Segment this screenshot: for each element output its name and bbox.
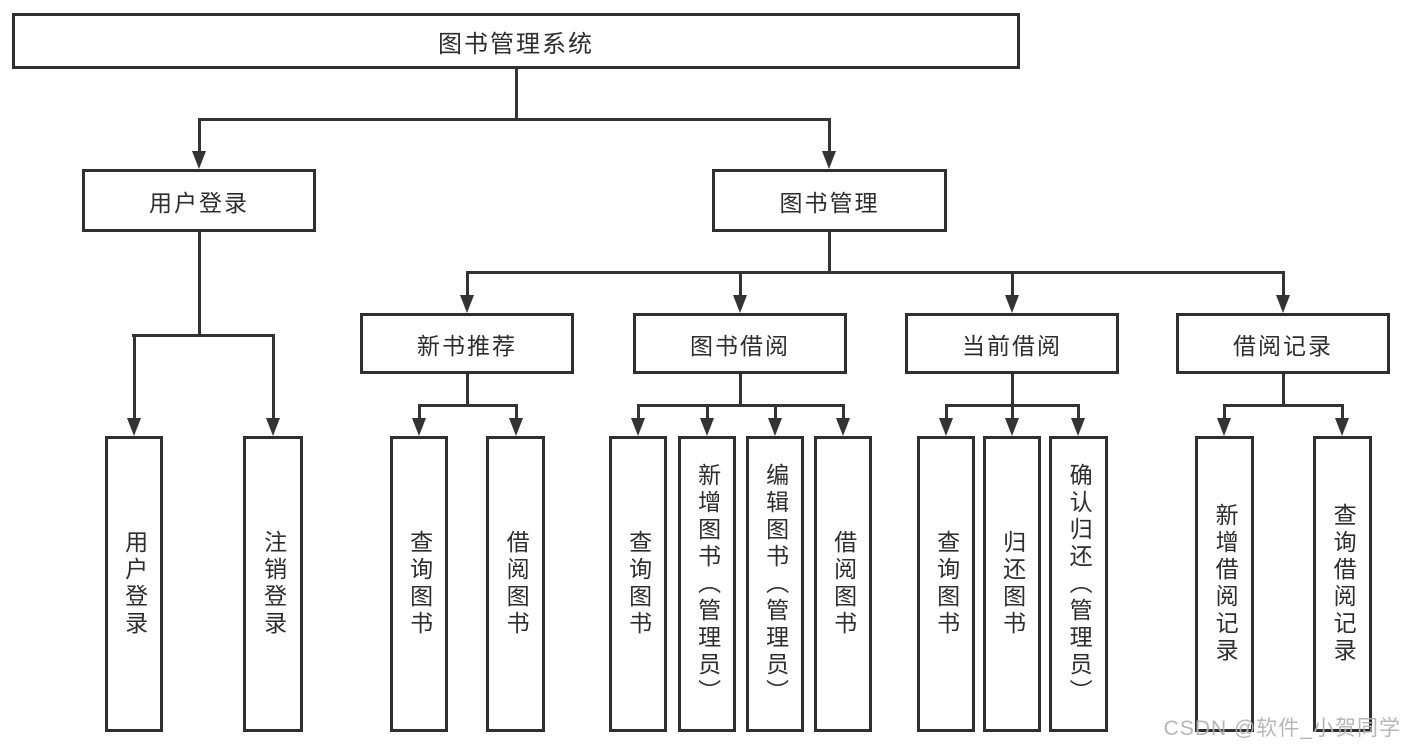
connector bbox=[198, 232, 201, 337]
connector bbox=[1077, 404, 1080, 421]
connector bbox=[1011, 374, 1014, 407]
connector bbox=[828, 232, 831, 274]
arrow-down-icon bbox=[939, 418, 953, 436]
connector bbox=[198, 118, 831, 121]
connector bbox=[418, 404, 421, 421]
arrow-down-icon bbox=[733, 295, 747, 313]
arrow-down-icon bbox=[1276, 295, 1290, 313]
arrow-down-icon bbox=[1071, 418, 1085, 436]
connector bbox=[418, 404, 518, 407]
node-label: 新书推荐 bbox=[417, 332, 517, 359]
connector bbox=[1282, 271, 1285, 298]
node-label: 用户登录 bbox=[149, 189, 249, 216]
connector bbox=[515, 69, 518, 121]
arrow-down-icon bbox=[631, 418, 645, 436]
node-current-borrow: 当前借阅 bbox=[905, 313, 1119, 374]
leaf-add-book-admin: 新增图书（管理员） bbox=[678, 436, 736, 732]
leaf-label: 新增借阅记录 bbox=[1212, 503, 1239, 665]
leaf-user-login: 用户登录 bbox=[105, 436, 163, 732]
leaf-query-books-borrow: 查询图书 bbox=[609, 436, 667, 732]
connector bbox=[1223, 404, 1226, 421]
connector bbox=[1011, 271, 1014, 298]
leaf-edit-book-admin: 编辑图书（管理员） bbox=[746, 436, 804, 732]
leaf-label: 借阅图书 bbox=[830, 530, 857, 638]
node-label: 当前借阅 bbox=[962, 332, 1062, 359]
node-label: 图书管理 bbox=[779, 189, 880, 216]
connector bbox=[133, 334, 136, 420]
node-label: 图书借阅 bbox=[690, 332, 790, 359]
leaf-label: 归还图书 bbox=[999, 530, 1026, 638]
arrow-down-icon bbox=[1335, 418, 1349, 436]
leaf-label: 用户登录 bbox=[121, 530, 148, 638]
leaf-logout: 注销登录 bbox=[243, 436, 303, 732]
leaf-label: 确认归还（管理员） bbox=[1066, 462, 1093, 706]
leaf-label: 借阅图书 bbox=[503, 530, 530, 638]
connector bbox=[132, 334, 275, 337]
leaf-return-book: 归还图书 bbox=[983, 436, 1041, 732]
arrow-down-icon bbox=[412, 418, 426, 436]
leaf-query-books-recommend: 查询图书 bbox=[390, 436, 448, 732]
connector bbox=[466, 374, 469, 407]
connector bbox=[198, 118, 201, 152]
arrow-down-icon bbox=[822, 151, 836, 169]
connector bbox=[637, 404, 640, 421]
leaf-add-borrow-record: 新增借阅记录 bbox=[1195, 436, 1254, 732]
leaf-confirm-return-admin: 确认归还（管理员） bbox=[1049, 436, 1108, 732]
leaf-label: 查询图书 bbox=[406, 530, 433, 638]
arrow-down-icon bbox=[127, 418, 141, 436]
node-book-management: 图书管理 bbox=[712, 169, 947, 232]
node-new-book-recommend: 新书推荐 bbox=[360, 313, 574, 374]
leaf-query-borrow-record: 查询借阅记录 bbox=[1313, 436, 1372, 732]
node-user-login: 用户登录 bbox=[82, 169, 316, 232]
leaf-label: 查询图书 bbox=[625, 530, 652, 638]
node-label: 借阅记录 bbox=[1233, 332, 1333, 359]
watermark: CSDN @软件_小贺同学 bbox=[1163, 717, 1401, 740]
leaf-label: 查询借阅记录 bbox=[1330, 503, 1357, 665]
connector bbox=[774, 404, 777, 421]
arrow-down-icon bbox=[1217, 418, 1231, 436]
leaf-borrow-books-recommend: 借阅图书 bbox=[486, 436, 545, 732]
leaf-borrow-book: 借阅图书 bbox=[814, 436, 872, 732]
connector bbox=[1223, 404, 1344, 407]
leaf-label: 编辑图书（管理员） bbox=[762, 462, 789, 706]
arrow-down-icon bbox=[192, 151, 206, 169]
connector bbox=[945, 404, 1080, 407]
connector bbox=[637, 404, 845, 407]
arrow-down-icon bbox=[768, 418, 782, 436]
connector bbox=[1341, 404, 1344, 421]
leaf-label: 新增图书（管理员） bbox=[694, 462, 721, 706]
connector bbox=[739, 374, 742, 407]
node-book-borrow: 图书借阅 bbox=[633, 313, 847, 374]
connector bbox=[945, 404, 948, 421]
connector bbox=[1011, 404, 1014, 421]
arrow-down-icon bbox=[266, 418, 280, 436]
arrow-down-icon bbox=[1005, 295, 1019, 313]
node-label: 图书管理系统 bbox=[438, 30, 594, 58]
arrow-down-icon bbox=[836, 418, 850, 436]
connector bbox=[515, 404, 518, 421]
connector bbox=[466, 271, 469, 298]
leaf-query-books-current: 查询图书 bbox=[917, 436, 975, 732]
connector bbox=[1282, 374, 1285, 407]
node-borrow-records: 借阅记录 bbox=[1176, 313, 1390, 374]
arrow-down-icon bbox=[1005, 418, 1019, 436]
connector bbox=[706, 404, 709, 421]
connector bbox=[272, 334, 275, 420]
leaf-label: 查询图书 bbox=[933, 530, 960, 638]
node-library-management-system: 图书管理系统 bbox=[12, 13, 1020, 69]
connector bbox=[842, 404, 845, 421]
arrow-down-icon bbox=[509, 418, 523, 436]
arrow-down-icon bbox=[700, 418, 714, 436]
connector bbox=[828, 118, 831, 152]
leaf-label: 注销登录 bbox=[260, 530, 287, 638]
connector bbox=[739, 271, 742, 298]
arrow-down-icon bbox=[460, 295, 474, 313]
connector bbox=[466, 271, 1285, 274]
